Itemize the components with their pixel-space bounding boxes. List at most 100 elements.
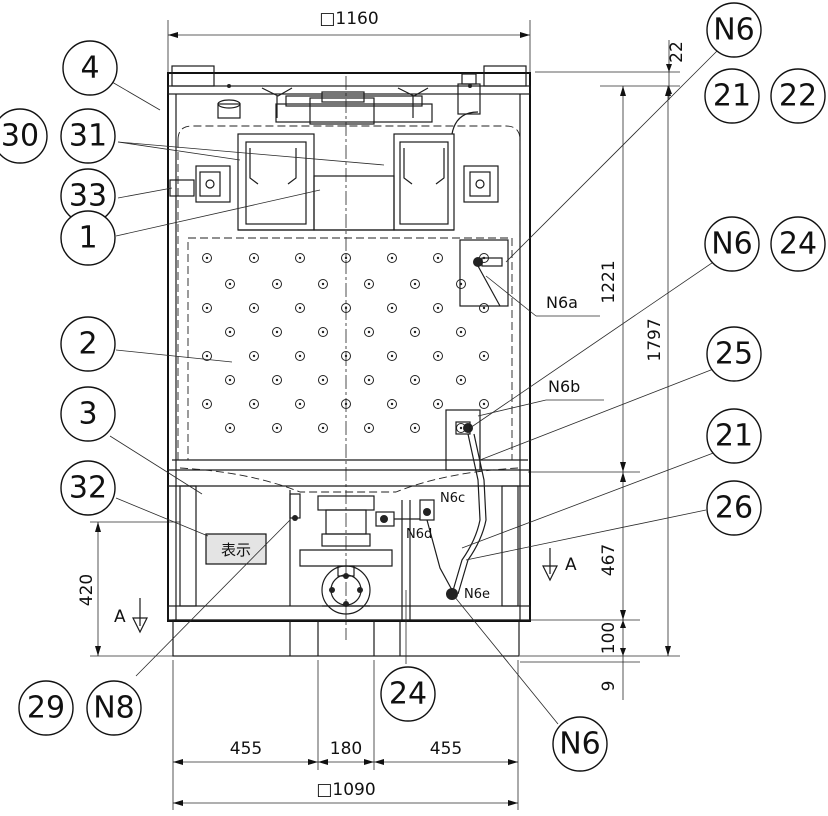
perforation-hole-center — [275, 282, 279, 286]
callout-24-mid: 24 — [770, 216, 826, 272]
perforation-hole-center — [482, 306, 486, 310]
perforation-hole — [272, 375, 282, 385]
perforation-hole-center — [390, 256, 394, 260]
perforation-hole-center — [344, 354, 348, 358]
perforation-hole — [249, 253, 259, 263]
perforation-hole-center — [390, 402, 394, 406]
callout-n8: N8 — [86, 680, 142, 736]
nozzle-n6c-label: N6c — [440, 491, 465, 506]
perforation-hole — [479, 351, 489, 361]
dim-bottom-left: 455 — [230, 739, 262, 759]
perforation-hole-center — [252, 354, 256, 358]
perforation-hole — [364, 423, 374, 433]
perforation-hole-center — [436, 402, 440, 406]
dimension-texts: □1160 22 1221 1797 467 100 9 420 455 180… — [77, 9, 687, 800]
perforation-hole — [202, 399, 212, 409]
svg-text:22: 22 — [779, 79, 817, 114]
dim-height-total: 1797 — [645, 318, 665, 361]
callout-n6-mid: N6 — [704, 216, 760, 272]
perforation-hole — [341, 303, 351, 313]
dim-base-height: 100 — [599, 622, 619, 654]
perforation-hole — [433, 303, 443, 313]
svg-text:24: 24 — [779, 227, 817, 262]
perforation-hole — [341, 399, 351, 409]
perforation-hole — [249, 399, 259, 409]
perforation-hole-center — [367, 330, 371, 334]
perforation-hole — [202, 253, 212, 263]
perforation-hole-center — [252, 402, 256, 406]
dim-height-upper: 1221 — [599, 260, 619, 303]
svg-text:24: 24 — [389, 677, 427, 712]
perforation-hole-center — [205, 306, 209, 310]
perforation-hole — [272, 327, 282, 337]
callout-32: 32 — [60, 460, 116, 516]
perforation-hole — [364, 279, 374, 289]
perforation-hole — [225, 423, 235, 433]
perforation-hole — [456, 375, 466, 385]
perforation-hole-center — [367, 282, 371, 286]
dim-bottom-center: 180 — [330, 739, 362, 759]
svg-text:1: 1 — [78, 221, 97, 256]
perforation-hole-center — [321, 426, 325, 430]
perforation-hole-center — [344, 402, 348, 406]
perforation-hole — [318, 327, 328, 337]
perforation-hole-center — [228, 426, 232, 430]
perforation-hole-center — [275, 426, 279, 430]
perforation-hole — [318, 375, 328, 385]
name-plate: 表示 — [205, 493, 301, 565]
svg-text:26: 26 — [715, 491, 753, 526]
nozzle-n6e-label: N6e — [464, 587, 490, 602]
svg-text:2: 2 — [78, 327, 97, 362]
perforation-hole-center — [413, 330, 417, 334]
perforation-hole-center — [459, 330, 463, 334]
perforation-hole — [456, 327, 466, 337]
perforation-hole — [479, 303, 489, 313]
perforation-hole — [456, 279, 466, 289]
perforation-hole-center — [205, 402, 209, 406]
perforation-hole — [225, 279, 235, 289]
perforation-hole — [341, 351, 351, 361]
perforation-hole-center — [436, 256, 440, 260]
perforation-hole-center — [482, 402, 486, 406]
perforation-hole — [225, 375, 235, 385]
perforation-hole-center — [228, 282, 232, 286]
nozzle-n6b-label: N6b — [548, 377, 580, 396]
perforation-hole — [433, 253, 443, 263]
callout-3: 3 — [60, 386, 116, 442]
perforation-hole — [318, 279, 328, 289]
dimension-lines — [90, 20, 680, 810]
perforation-hole — [341, 253, 351, 263]
svg-text:N6: N6 — [711, 227, 753, 262]
svg-text:32: 32 — [69, 471, 107, 506]
svg-text:25: 25 — [715, 337, 753, 372]
perforation-hole — [410, 327, 420, 337]
perforation-hole — [295, 399, 305, 409]
svg-text:N6: N6 — [713, 13, 755, 48]
baffle-blocks — [237, 133, 455, 231]
perforation-hole-center — [436, 354, 440, 358]
perforation-hole — [410, 423, 420, 433]
perforation-holes — [202, 253, 489, 433]
perforation-hole-center — [252, 256, 256, 260]
svg-text:21: 21 — [715, 419, 753, 454]
perforation-hole — [387, 253, 397, 263]
perforation-hole-center — [298, 306, 302, 310]
leader-lines — [109, 45, 729, 725]
section-mark-left: A — [114, 607, 126, 627]
perforation-hole-center — [228, 378, 232, 382]
dim-bottom-right: 455 — [430, 739, 462, 759]
svg-text:4: 4 — [80, 51, 99, 86]
perforation-hole-center — [321, 282, 325, 286]
perforation-hole — [410, 279, 420, 289]
dim-bottom-gap: 9 — [599, 681, 619, 692]
perforation-hole-center — [436, 306, 440, 310]
callout-21-top: 21 — [704, 68, 760, 124]
svg-text:33: 33 — [69, 179, 107, 214]
perforation-hole-center — [344, 256, 348, 260]
svg-text:29: 29 — [27, 691, 65, 726]
perforation-hole-center — [344, 306, 348, 310]
perforation-hole — [410, 375, 420, 385]
dim-left-height: 420 — [77, 574, 97, 606]
nozzle-n6a-label: N6a — [546, 293, 578, 312]
perforation-hole — [225, 327, 235, 337]
